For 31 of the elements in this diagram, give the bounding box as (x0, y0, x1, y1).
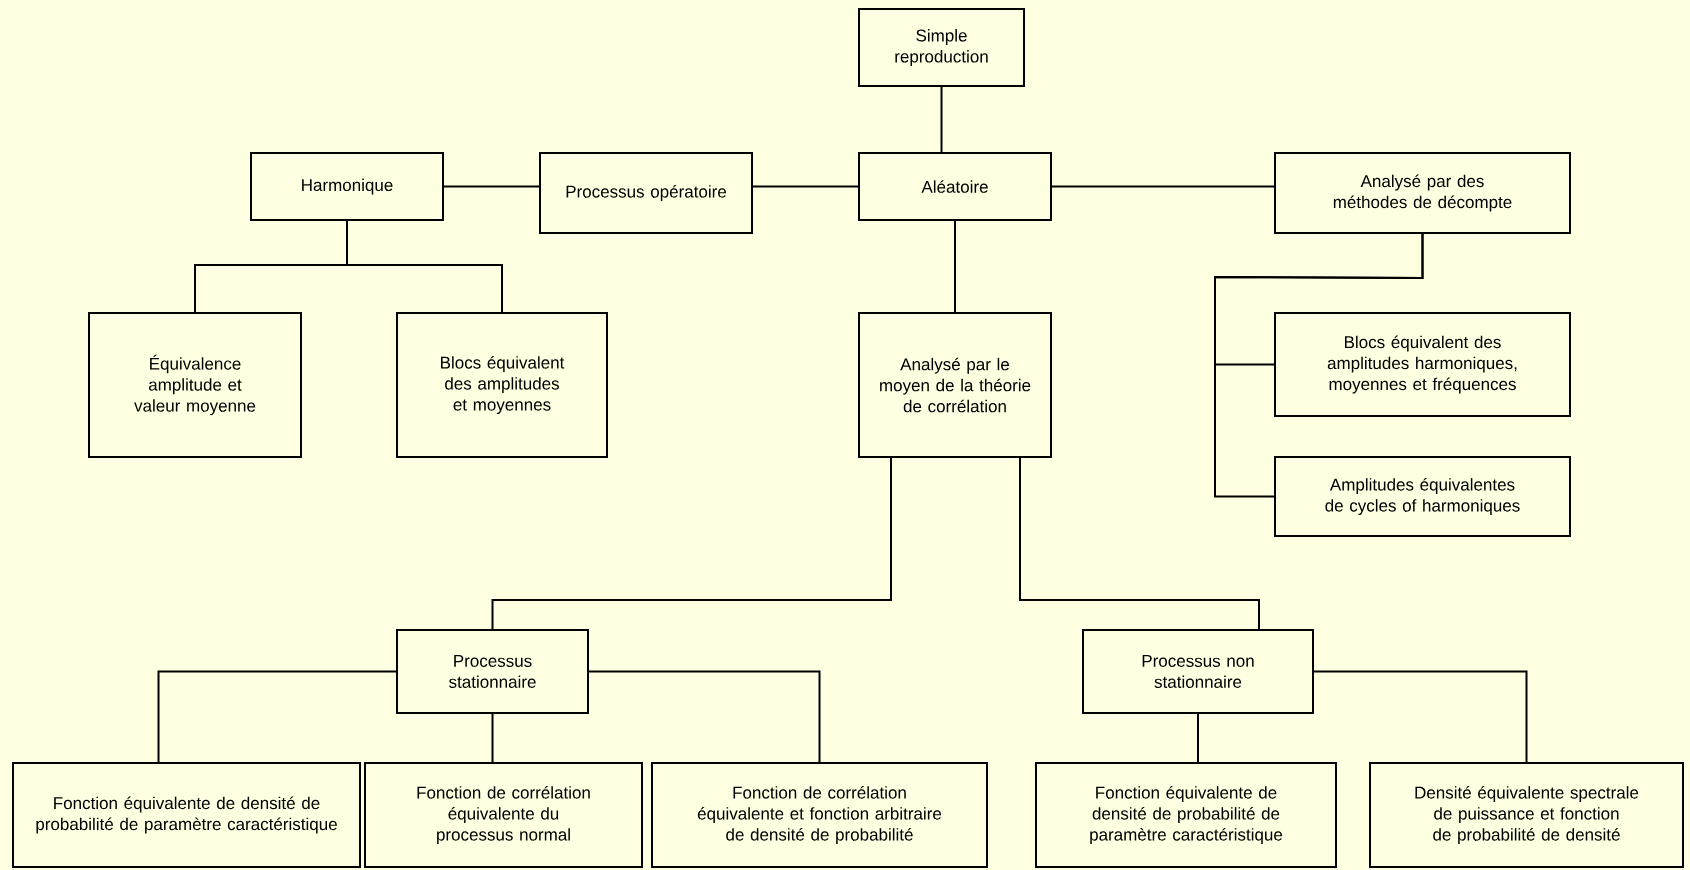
connector-line (588, 670, 821, 763)
process-box: Fonction de corrélation équivalente du processus normal (364, 762, 643, 868)
connector-line (346, 220, 503, 313)
process-box: Amplitudes équivalentes de cycles of harmoniques (1274, 456, 1571, 537)
connector-line (157, 670, 397, 763)
connector-line (1197, 713, 1199, 763)
process-box: Fonction de corrélation équivalente et fonction arbitraire de densité de probabilité (651, 762, 988, 868)
connector-line (1214, 233, 1424, 498)
process-box: Harmonique (250, 152, 444, 221)
connector-line (1051, 185, 1275, 188)
process-box: Équivalence amplitude et valeur moyenne (88, 312, 302, 458)
process-box: Simple reproduction (858, 8, 1025, 87)
connector-line (954, 220, 956, 313)
connector-line (491, 713, 494, 763)
connector-line (752, 185, 859, 188)
connector-line (491, 457, 892, 630)
process-box: Processus stationnaire (396, 629, 589, 714)
process-box: Fonction équivalente de densité de probabilité de paramètre caractéristique (1035, 762, 1337, 868)
connector-line (1019, 457, 1260, 630)
process-box: Processus non stationnaire (1082, 629, 1314, 714)
connector-line (940, 86, 943, 153)
process-box: Aléatoire (858, 152, 1052, 221)
process-box: Fonction équivalente de densité de probabilité de paramètre caractéristique (12, 762, 361, 868)
process-box: Analysé par des méthodes de décompte (1274, 152, 1571, 234)
process-box: Analysé par le moyen de la théorie de corrélation (858, 312, 1052, 458)
connector-line (443, 185, 540, 188)
process-box: Blocs équivalent des amplitudes harmoniques, moyennes et fréquences (1274, 312, 1571, 417)
process-box: Densité équivalente spectrale de puissance et fonction de probabilité de densité (1369, 762, 1684, 868)
connector-line (1313, 670, 1528, 763)
process-box: Blocs équivalent des amplitudes et moyennes (396, 312, 608, 458)
process-box: Processus opératoire (539, 152, 753, 234)
